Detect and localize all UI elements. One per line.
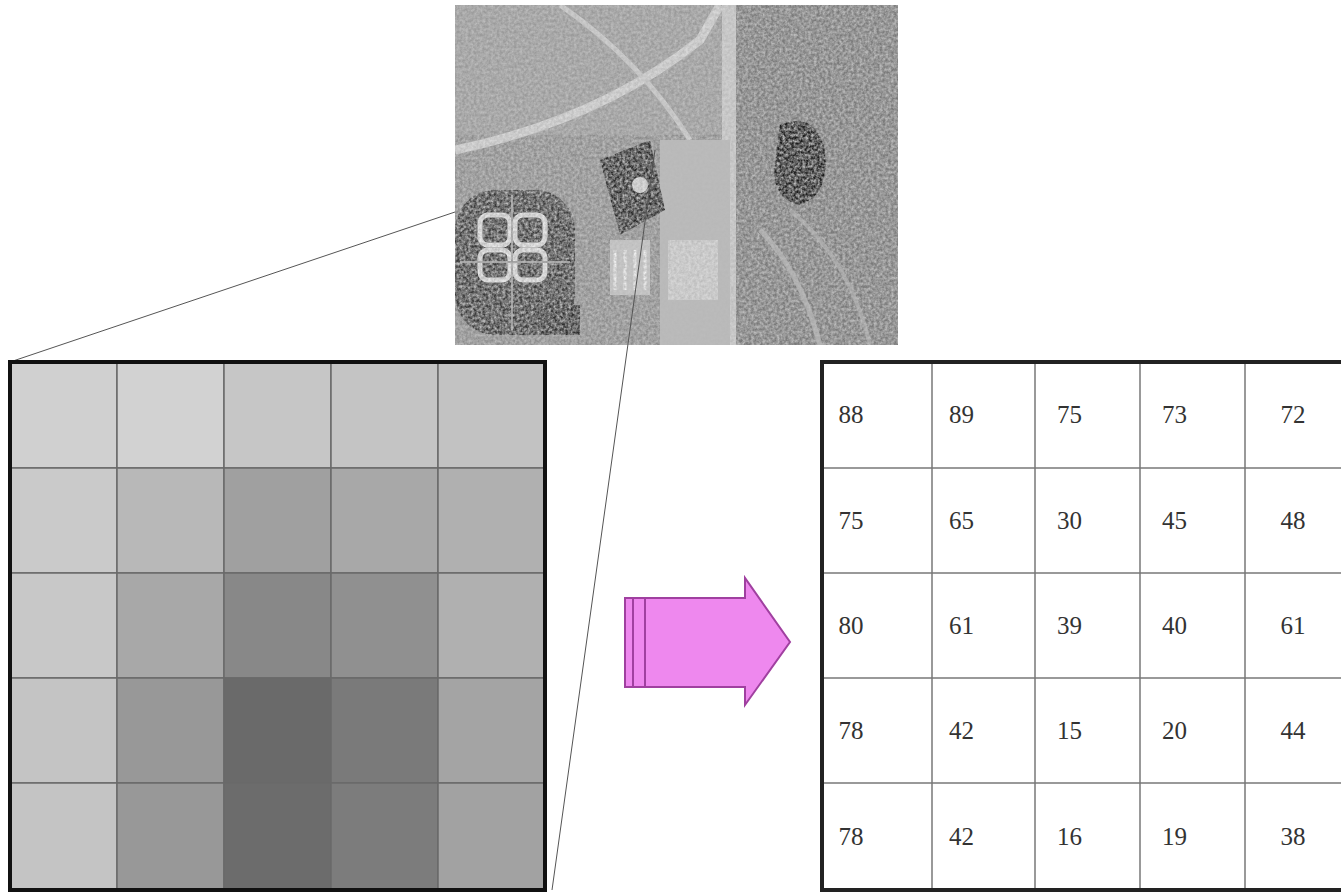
table-cell: 38: [1249, 787, 1337, 886]
table-cell: 40: [1144, 577, 1241, 674]
table-cell: 75: [1039, 366, 1136, 464]
table-cell: 73: [1144, 366, 1241, 464]
table-cell: 61: [936, 577, 1031, 674]
aerial-photo: [455, 5, 898, 345]
table-cell: 48: [1249, 472, 1337, 569]
arrow-symbol: [625, 578, 790, 705]
table-cell: 39: [1039, 577, 1136, 674]
leader-line: [552, 150, 655, 890]
grid-border: [10, 362, 545, 890]
table-cell: 15: [1039, 682, 1136, 779]
table-cell: 42: [936, 682, 1031, 779]
table-cell: 80: [826, 577, 928, 674]
leader-line: [10, 212, 455, 362]
table-cell: 75: [826, 472, 928, 569]
pixel-grid: [10, 362, 545, 890]
table-cell: 89: [936, 366, 1031, 464]
value-table: [822, 362, 1341, 890]
table-cell: 44: [1249, 682, 1337, 779]
table-cell: 30: [1039, 472, 1136, 569]
table-cell: 20: [1144, 682, 1241, 779]
table-cell: 61: [1249, 577, 1337, 674]
table-cell: 65: [936, 472, 1031, 569]
table-cell: 45: [1144, 472, 1241, 569]
table-cell: 78: [826, 787, 928, 886]
table-cell: 78: [826, 682, 928, 779]
table-border: [822, 362, 1341, 890]
table-cell: 19: [1144, 787, 1241, 886]
table-cell: 42: [936, 787, 1031, 886]
table-cell: 16: [1039, 787, 1136, 886]
table-cell: 72: [1249, 366, 1337, 464]
table-cell: 88: [826, 366, 928, 464]
